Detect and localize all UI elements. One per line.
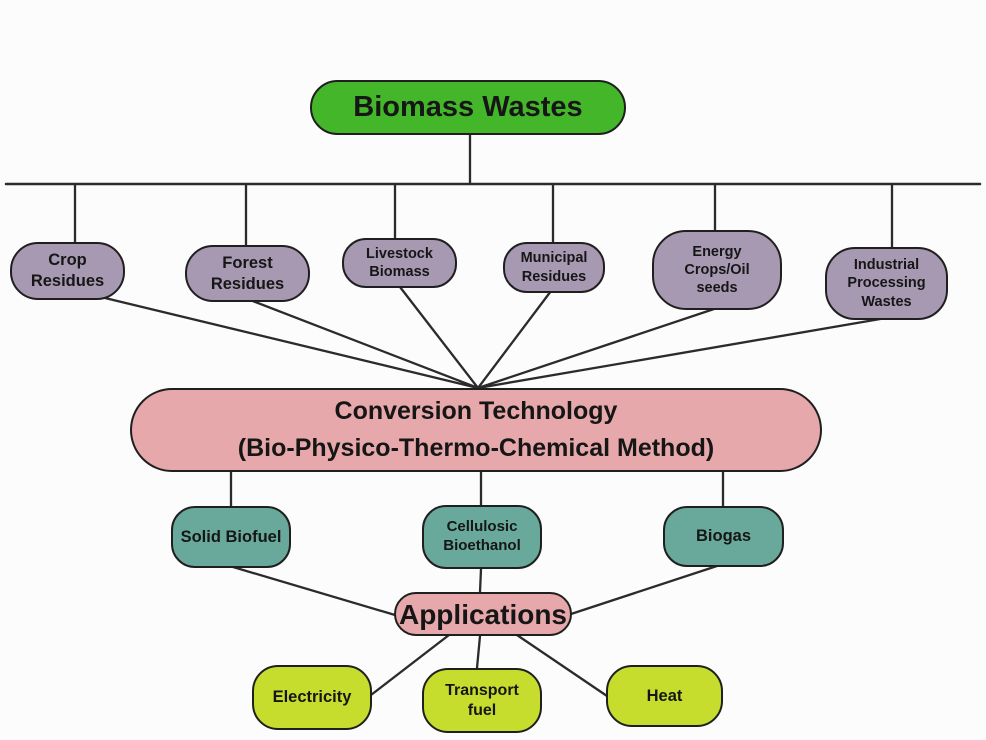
node-electricity-label: Electricity <box>272 688 352 707</box>
edge-energy-to-conversion <box>476 306 719 390</box>
node-cellulosic-bioethanol-label: Cellulosic Bioethanol <box>443 518 521 554</box>
node-conversion-technology: Conversion Technology (Bio-Physico-Therm… <box>130 388 822 472</box>
edge-industrial-to-conversion <box>476 316 888 390</box>
node-applications: Applications <box>394 592 572 636</box>
edge-cellulosic-to-applications <box>478 567 483 594</box>
edge-applications-to-transport <box>475 634 482 670</box>
node-municipal-residues: Municipal Residues <box>503 242 605 293</box>
node-biogas: Biogas <box>663 506 784 567</box>
node-solid-biofuel-label: Solid Biofuel <box>180 527 282 546</box>
node-crop-residues-label: Crop Residues <box>30 251 105 290</box>
node-energy-crops-oil-seeds: Energy Crops/Oil seeds <box>652 230 782 310</box>
node-applications-label: Applications <box>398 598 567 630</box>
node-electricity: Electricity <box>252 665 372 730</box>
node-heat: Heat <box>606 665 723 727</box>
node-forest-residues-label: Forest Residues <box>210 253 285 293</box>
node-cellulosic-bioethanol: Cellulosic Bioethanol <box>422 505 542 569</box>
edge-crop-to-conversion <box>103 296 480 390</box>
node-municipal-residues-label: Municipal Residues <box>520 250 588 285</box>
conversion-line2: (Bio-Physico-Thermo-Chemical Method) <box>237 434 715 462</box>
node-transport-fuel-label: Transport fuel <box>445 681 519 719</box>
node-livestock-biomass-label: Livestock Biomass <box>366 245 433 280</box>
edge-livestock-to-conversion <box>398 285 480 390</box>
edge-solid-to-applications <box>231 565 397 617</box>
node-livestock-biomass: Livestock Biomass <box>342 238 457 288</box>
conversion-line1: Conversion Technology <box>334 396 618 425</box>
node-crop-residues: Crop Residues <box>10 242 125 300</box>
node-industrial-processing-wastes: Industrial Processing Wastes <box>825 247 948 320</box>
node-biomass-wastes: Biomass Wastes <box>310 80 626 135</box>
edge-forest-to-conversion <box>248 298 480 390</box>
node-energy-crops-oil-seeds-label: Energy Crops/Oil seeds <box>684 243 750 297</box>
edge-municipal-to-conversion <box>476 289 553 390</box>
node-heat-label: Heat <box>646 686 683 705</box>
node-biomass-wastes-label: Biomass Wastes <box>353 91 583 124</box>
node-conversion-technology-label: Conversion Technology (Bio-Physico-Therm… <box>238 393 714 468</box>
edge-biogas-to-applications <box>569 564 719 616</box>
node-solid-biofuel: Solid Biofuel <box>171 506 291 568</box>
node-transport-fuel: Transport fuel <box>422 668 542 733</box>
node-biogas-label: Biogas <box>695 527 751 546</box>
node-industrial-processing-wastes-label: Industrial Processing Wastes <box>847 257 926 310</box>
node-forest-residues: Forest Residues <box>185 245 310 302</box>
